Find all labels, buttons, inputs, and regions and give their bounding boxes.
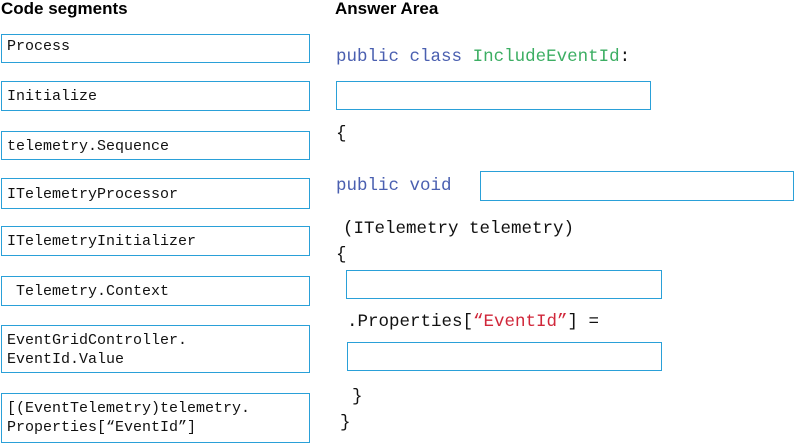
class-declaration: public class IncludeEventId:	[336, 47, 630, 67]
keyword-class: class	[409, 47, 463, 67]
segment-initialize[interactable]: Initialize	[1, 81, 310, 111]
properties-suffix: ] =	[567, 312, 600, 332]
keyword-void: void	[409, 176, 452, 196]
answer-slot-base-interface[interactable]	[336, 81, 651, 110]
brace-close-class: }	[340, 413, 351, 433]
brace-open-method: {	[336, 245, 347, 265]
code-segments-heading: Code segments	[1, 0, 128, 18]
answer-area-heading: Answer Area	[335, 0, 439, 18]
properties-prefix: .Properties[	[347, 312, 474, 332]
segment-text: ITelemetryProcessor	[7, 186, 179, 203]
segment-eventgridcontroller-eventid-value[interactable]: EventGridController. EventId.Value	[1, 325, 310, 373]
method-declaration: public void	[336, 176, 452, 196]
answer-slot-method-name[interactable]	[480, 171, 794, 201]
method-params: (ITelemetry telemetry)	[343, 219, 575, 239]
colon: :	[619, 47, 631, 67]
segment-text: Process	[7, 38, 71, 55]
segment-text: Telemetry.Context	[7, 283, 170, 300]
segment-text-line2: EventId.Value	[7, 351, 125, 368]
segment-text: telemetry.Sequence	[7, 138, 170, 155]
segment-text: Initialize	[7, 88, 98, 105]
segment-itelemetryinitializer[interactable]: ITelemetryInitializer	[1, 226, 310, 256]
class-name: IncludeEventId	[472, 47, 620, 67]
brace-close-method: }	[352, 387, 363, 407]
keyword-public-2: public	[336, 176, 400, 196]
segment-text-line1: [(EventTelemetry)telemetry.	[7, 400, 251, 417]
segment-text-line1: EventGridController.	[7, 332, 188, 349]
keyword-public: public	[336, 47, 400, 67]
segment-text: ITelemetryInitializer	[7, 233, 197, 250]
brace-open-class: {	[336, 124, 347, 144]
answer-slot-value[interactable]	[347, 342, 662, 371]
answer-slot-telemetry-target[interactable]	[346, 270, 662, 299]
properties-key: “EventId”	[473, 312, 568, 332]
properties-assignment: .Properties[“EventId”] =	[347, 312, 599, 332]
segment-process[interactable]: Process	[1, 34, 310, 63]
segment-eventtelemetry-properties[interactable]: [(EventTelemetry)telemetry. Properties[“…	[1, 393, 310, 443]
segment-text-line2: Properties[“EventId”]	[7, 419, 197, 436]
segment-telemetry-context[interactable]: Telemetry.Context	[1, 276, 310, 306]
segment-telemetry-sequence[interactable]: telemetry.Sequence	[1, 131, 310, 160]
segment-itelemetryprocessor[interactable]: ITelemetryProcessor	[1, 178, 310, 209]
